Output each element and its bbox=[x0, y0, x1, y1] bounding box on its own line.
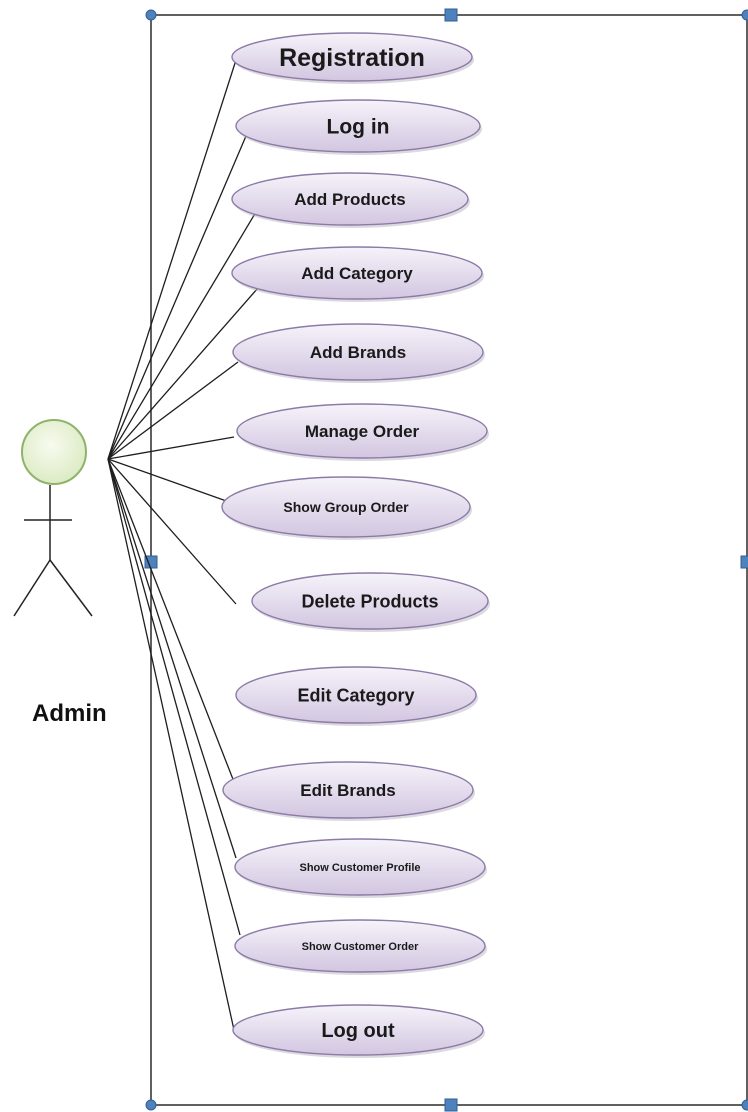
use-case-ellipse bbox=[232, 1004, 484, 1056]
handle-bottom-left[interactable] bbox=[145, 1099, 157, 1111]
use-case-label: Show Customer Order bbox=[302, 941, 419, 953]
actor-right-leg bbox=[49, 559, 93, 617]
association-line-show-group-order bbox=[107, 458, 233, 504]
selection-handles[interactable] bbox=[144, 8, 748, 1112]
use-case-ellipse bbox=[231, 32, 473, 82]
use-case-add-products[interactable]: Add Products bbox=[231, 172, 470, 228]
use-case-ellipse bbox=[235, 99, 481, 153]
use-case-log-in[interactable]: Log in bbox=[235, 99, 482, 155]
use-case-ellipse bbox=[234, 838, 486, 896]
use-case-add-category[interactable]: Add Category bbox=[231, 246, 484, 302]
use-case-label: Add Products bbox=[294, 190, 405, 209]
use-case-edit-category[interactable]: Edit Category bbox=[235, 666, 478, 726]
use-case-ellipse bbox=[234, 919, 486, 973]
association-line-show-customer-order bbox=[107, 458, 241, 936]
use-case-label: Add Brands bbox=[310, 343, 406, 362]
use-case-label: Log in bbox=[327, 115, 390, 138]
use-case-label: Manage Order bbox=[305, 422, 420, 441]
use-case-label: Delete Products bbox=[301, 591, 438, 611]
association-line-log-out bbox=[107, 458, 235, 1031]
use-case-ellipse bbox=[251, 572, 489, 630]
association-line-add-products bbox=[107, 211, 257, 460]
association-line-add-category bbox=[107, 287, 259, 460]
use-case-ellipse bbox=[232, 323, 484, 381]
actor-head bbox=[21, 419, 87, 485]
use-case-ellipse bbox=[231, 246, 483, 300]
use-case-label: Show Customer Profile bbox=[299, 862, 420, 874]
use-case-ellipse bbox=[231, 172, 469, 226]
handle-top-left[interactable] bbox=[145, 9, 157, 21]
use-case-ellipse bbox=[222, 761, 474, 819]
handle-top-right[interactable] bbox=[741, 9, 748, 21]
use-case-registration[interactable]: Registration bbox=[231, 32, 474, 84]
use-case-manage-order[interactable]: Manage Order bbox=[236, 403, 489, 461]
association-line-registration bbox=[107, 59, 237, 460]
use-case-add-brands[interactable]: Add Brands bbox=[232, 323, 485, 383]
association-line-add-brands bbox=[107, 361, 239, 460]
use-case-label: Log out bbox=[321, 1020, 395, 1042]
handle-bottom-middle[interactable] bbox=[444, 1098, 458, 1112]
handle-middle-right[interactable] bbox=[740, 555, 748, 569]
handle-bottom-right[interactable] bbox=[741, 1099, 748, 1111]
association-line-show-customer-profile bbox=[107, 458, 237, 859]
use-case-show-customer-order[interactable]: Show Customer Order bbox=[234, 919, 487, 975]
use-case-label: Show Group Order bbox=[283, 499, 409, 515]
use-case-ellipse bbox=[221, 476, 471, 538]
use-case-label: Edit Category bbox=[297, 685, 414, 705]
use-case-ellipse bbox=[235, 666, 477, 724]
association-line-edit-brands bbox=[107, 458, 237, 788]
association-line-log-in bbox=[107, 135, 247, 460]
use-case-label: Edit Brands bbox=[300, 781, 395, 800]
admin-actor[interactable] bbox=[13, 419, 93, 617]
use-case-label: Registration bbox=[279, 44, 425, 72]
use-case-ellipse bbox=[236, 403, 488, 459]
association-lines bbox=[107, 59, 259, 1031]
actor-left-leg bbox=[13, 559, 51, 617]
handle-top-middle[interactable] bbox=[444, 8, 458, 22]
use-case-delete-products[interactable]: Delete Products bbox=[251, 572, 490, 632]
actor-label: Admin bbox=[32, 700, 107, 727]
use-case-edit-brands[interactable]: Edit Brands bbox=[222, 761, 475, 821]
use-case-log-out[interactable]: Log out bbox=[232, 1004, 485, 1058]
use-case-show-customer-profile[interactable]: Show Customer Profile bbox=[234, 838, 487, 898]
association-line-delete-products bbox=[107, 458, 237, 605]
use-case-label: Add Category bbox=[301, 264, 413, 283]
association-line-manage-order bbox=[107, 436, 235, 460]
use-case-show-group-order[interactable]: Show Group Order bbox=[221, 476, 472, 540]
